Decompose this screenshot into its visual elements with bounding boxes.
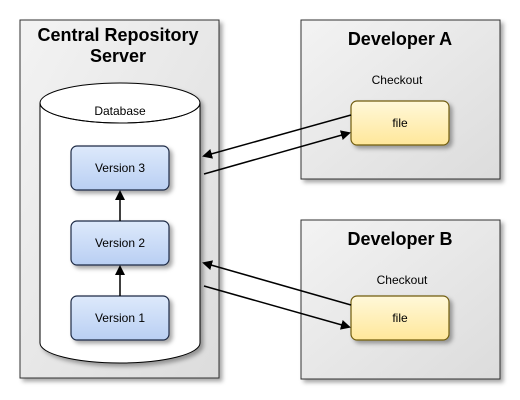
version-1-label: Version 1 (95, 311, 145, 325)
arrow-developer-b-commit (203, 285, 351, 330)
version-2-label: Version 2 (95, 236, 145, 250)
server-title-line1: Central Repository (37, 25, 198, 45)
developer-b-file-box[interactable]: file (350, 295, 450, 341)
developer-a-title: Developer A (348, 29, 452, 49)
developer-b-file-label: file (392, 311, 408, 325)
arrow-developer-b-checkout (202, 260, 352, 306)
developer-b-checkout-label: Checkout (377, 273, 428, 287)
developer-a-file-label: file (392, 116, 408, 130)
version-2-box[interactable]: Version 2 (70, 220, 170, 266)
arrow-developer-a-commit (203, 130, 351, 175)
server-title-line2: Server (90, 46, 146, 66)
developer-a-file-box[interactable]: file (350, 100, 450, 146)
arrow-developer-a-checkout (202, 114, 352, 159)
database-label: Database (94, 104, 146, 118)
version-3-label: Version 3 (95, 161, 145, 175)
central-repository-server-panel: Central Repository Server Database Versi… (19, 19, 220, 379)
developer-a-panel: Developer A Checkout file (300, 19, 501, 180)
developer-b-title: Developer B (347, 229, 452, 249)
developer-a-checkout-label: Checkout (372, 73, 423, 87)
version-3-box[interactable]: Version 3 (70, 145, 170, 191)
version-1-box[interactable]: Version 1 (70, 295, 170, 341)
